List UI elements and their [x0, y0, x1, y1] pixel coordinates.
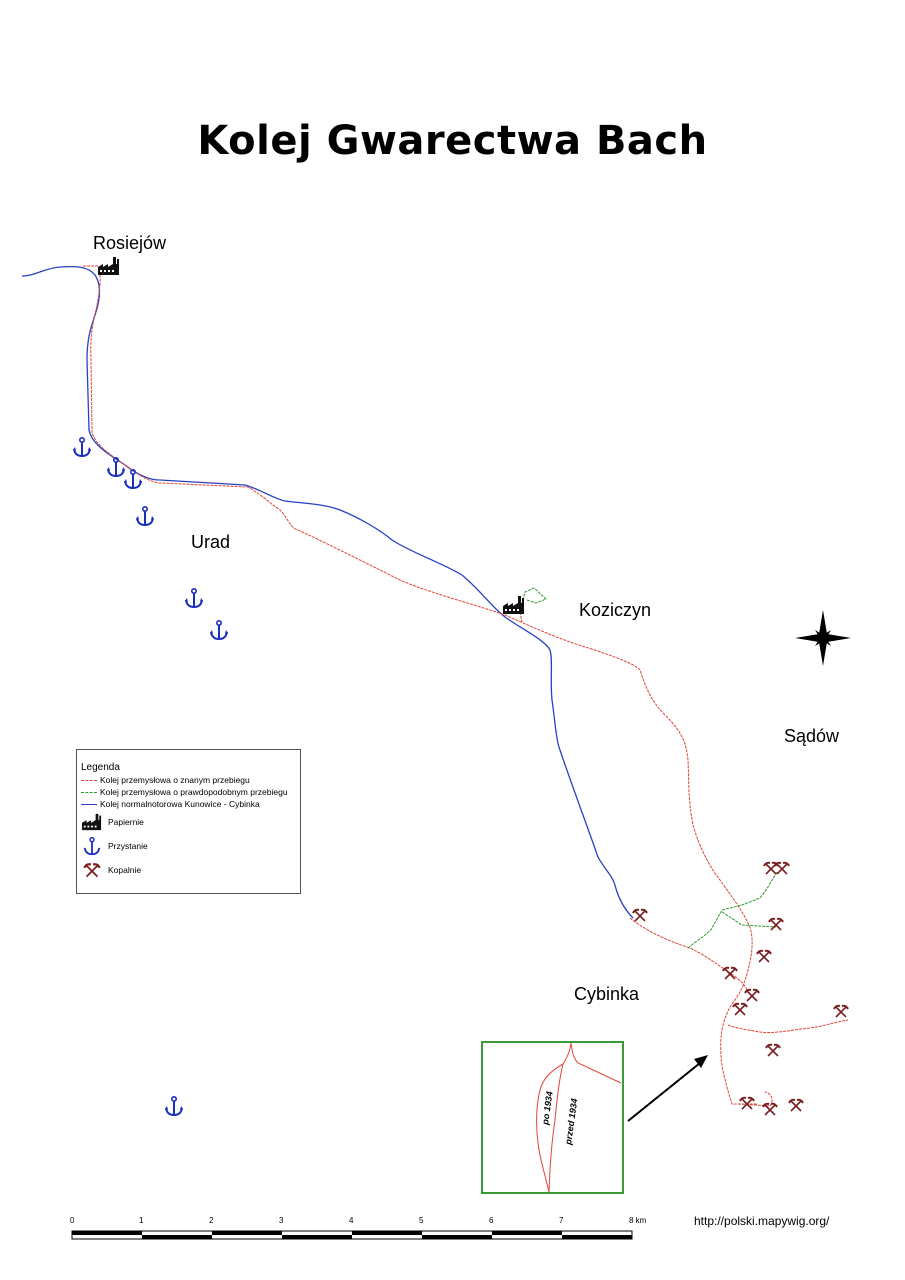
anchor-icon: [72, 436, 92, 457]
arrow-icon: [627, 1055, 708, 1122]
legend-swatch-red: [81, 779, 97, 781]
anchor-icon: [164, 1095, 184, 1116]
scale-tick-label: 5: [419, 1216, 424, 1225]
legend-item-mines: Kopalnie: [81, 858, 300, 882]
compass-rose-icon: [795, 610, 851, 666]
paper-mill-icon: [503, 596, 524, 614]
mine-icon: [739, 1096, 755, 1110]
legend-item-known-route: Kolej przemysłowa o znanym przebiegu: [81, 774, 300, 786]
scale-tick-label: 0: [70, 1216, 75, 1225]
anchor-icon: [123, 468, 143, 489]
place-label-urad: Urad: [191, 532, 231, 552]
legend-swatch-blue: [81, 803, 97, 805]
probable-route-koziczyn: [519, 587, 547, 613]
scale-tick-label: 6: [489, 1216, 494, 1225]
mine-icon: [632, 908, 648, 922]
mine-icon: [732, 1002, 748, 1016]
place-label-koziczyn: Koziczyn: [579, 600, 652, 620]
anchor-icon: [184, 587, 204, 608]
legend-swatch-green: [81, 791, 97, 793]
legend-item-standard-gauge: Kolej normalnotorowa Kunowice - Cybinka: [81, 798, 300, 810]
place-label-cybinka: Cybinka: [574, 984, 640, 1004]
legend-item-probable-route: Kolej przemysłowa o prawdopodobnym przeb…: [81, 786, 300, 798]
anchor-icon: [83, 836, 101, 856]
mine-icon: [833, 1004, 849, 1018]
mine-icon: [768, 917, 784, 931]
scale-tick-label: 8 km: [629, 1216, 647, 1225]
known-route-south-spur: [737, 1091, 773, 1107]
legend-item-paper-mills: Papiernie: [81, 810, 300, 834]
map-title: Kolej Gwarectwa Bach: [197, 118, 708, 164]
mine-icon: [722, 966, 738, 980]
source-url[interactable]: http://polski.mapywig.org/: [694, 1214, 830, 1228]
legend-title: Legenda: [81, 762, 120, 773]
paper-mill-icon: [82, 813, 102, 831]
scale-tick-label: 2: [209, 1216, 214, 1225]
known-route-cybinka-branch: [629, 917, 748, 991]
known-route-east-branch: [727, 1019, 849, 1033]
legend: Legenda Kolej przemysłowa o znanym przeb…: [76, 749, 301, 894]
legend-label: Kolej przemysłowa o znanym przebiegu: [100, 775, 250, 785]
probable-route-sadow: [687, 871, 778, 949]
inset-frame: po 1934 przed 1934: [481, 1041, 624, 1194]
legend-label: Kolej normalnotorowa Kunowice - Cybinka: [100, 799, 260, 809]
inset-label-after: po 1934: [540, 1091, 555, 1127]
paper-mill-icon: [98, 257, 119, 275]
mine-icon: [765, 1043, 781, 1057]
scale-bar: 0 1 2 3 4 5 6 7 8 km: [70, 1216, 647, 1240]
scale-tick-label: 4: [349, 1216, 354, 1225]
mine-icon: [83, 863, 101, 878]
place-label-sadow: Sądów: [784, 726, 840, 746]
legend-label: Przystanie: [108, 841, 148, 851]
legend-label: Papiernie: [108, 817, 144, 827]
anchor-icon: [135, 505, 155, 526]
scale-tick-label: 1: [139, 1216, 144, 1225]
legend-label: Kolej przemysłowa o prawdopodobnym przeb…: [100, 787, 288, 797]
place-label-rosiejow: Rosiejów: [93, 233, 167, 253]
anchor-icon: [106, 456, 126, 477]
legend-label: Kopalnie: [108, 865, 142, 875]
anchor-icon: [209, 619, 229, 640]
mine-icon: [744, 988, 760, 1002]
scale-tick-label: 7: [559, 1216, 564, 1225]
mine-icon: [756, 949, 772, 963]
scale-tick-label: 3: [279, 1216, 284, 1225]
known-route-main: [83, 265, 758, 1105]
legend-item-landings: Przystanie: [81, 834, 300, 858]
mine-icon: [788, 1098, 804, 1112]
